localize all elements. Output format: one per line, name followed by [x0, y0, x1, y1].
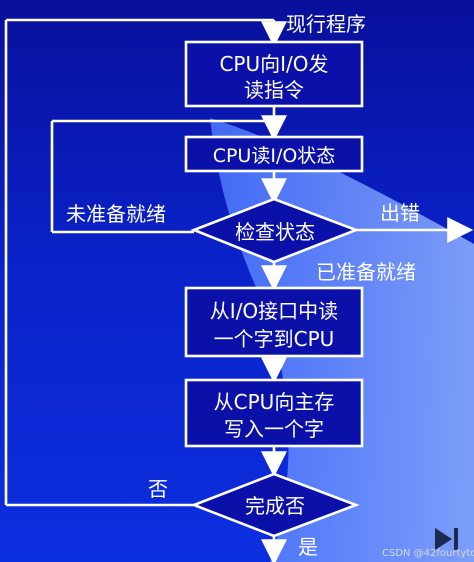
- step-read-word-to-cpu: 从I/O接口中读 一个字到CPU: [184, 286, 364, 358]
- step-read-io-status: CPU读I/O状态: [184, 135, 364, 173]
- start-label: 现行程序: [286, 12, 366, 36]
- step3-line1: 从I/O接口中读: [210, 299, 338, 323]
- decision-check-status: 检查状态: [190, 197, 360, 264]
- branch-yes: 是: [298, 535, 318, 559]
- step-send-read-command: CPU向I/O发 读指令: [184, 40, 364, 108]
- step4-line1: 从CPU向主存: [214, 390, 335, 414]
- watermark-text: CSDN @42fourtytoo: [382, 548, 474, 559]
- branch-not-ready: 未准备就绪: [66, 202, 166, 226]
- step1-line1: CPU向I/O发: [219, 52, 328, 76]
- decision-finished: 完成否: [190, 472, 360, 538]
- step3-line2: 一个字到CPU: [214, 327, 335, 351]
- step-write-word-to-memory: 从CPU向主存 写入一个字: [184, 378, 364, 448]
- next-slide-icon-bar: [454, 528, 458, 550]
- step2-line1: CPU读I/O状态: [213, 145, 336, 167]
- decision2-label: 完成否: [245, 494, 305, 518]
- decision1-label: 检查状态: [235, 220, 315, 244]
- step1-line2: 读指令: [244, 78, 304, 102]
- branch-no: 否: [148, 477, 168, 501]
- step4-line2: 写入一个字: [224, 417, 324, 441]
- branch-ready: 已准备就绪: [316, 260, 416, 284]
- connectors: [4, 18, 474, 562]
- next-slide-icon: [435, 528, 452, 550]
- branch-error: 出错: [380, 201, 420, 225]
